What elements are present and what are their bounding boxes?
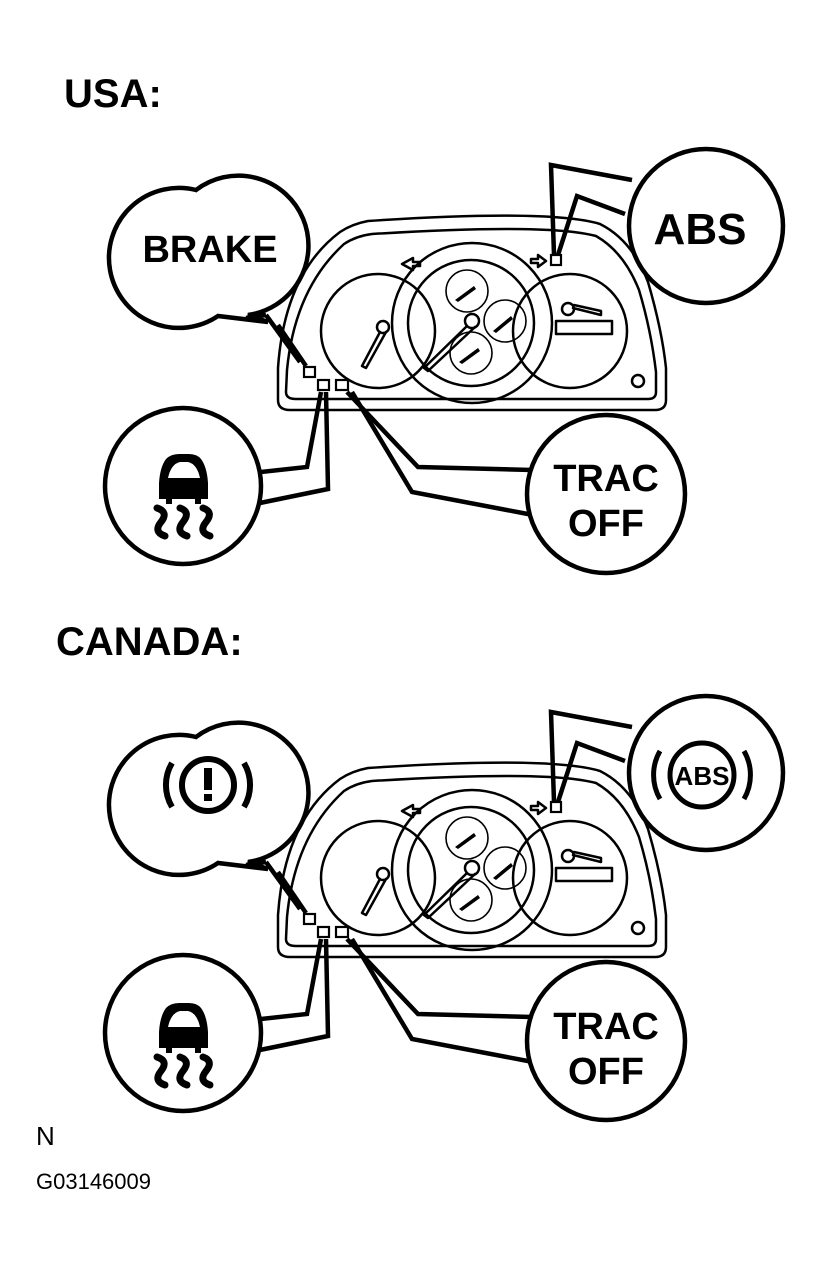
abs-label-usa: ABS bbox=[654, 205, 747, 254]
brake-label-usa: BRAKE bbox=[142, 229, 277, 271]
orientation-mark: N bbox=[36, 1121, 55, 1151]
abs-circle-icon bbox=[651, 740, 753, 810]
section-heading-usa: USA: bbox=[64, 72, 162, 116]
off-label-canada: OFF bbox=[568, 1051, 644, 1093]
figure-id: G03146009 bbox=[36, 1169, 151, 1194]
trac-label-usa: TRAC bbox=[553, 458, 659, 500]
trac-label-canada: TRAC bbox=[553, 1006, 659, 1048]
section-canada: CANADA: ABS TRAC OFF bbox=[56, 620, 783, 1120]
section-usa: USA: BRAKE ABS TRAC OFF bbox=[64, 72, 783, 573]
brake-warning-icon bbox=[163, 756, 253, 814]
section-heading-canada: CANADA: bbox=[56, 620, 243, 664]
abs-icon-label: ABS bbox=[675, 761, 730, 791]
off-label-usa: OFF bbox=[568, 503, 644, 545]
